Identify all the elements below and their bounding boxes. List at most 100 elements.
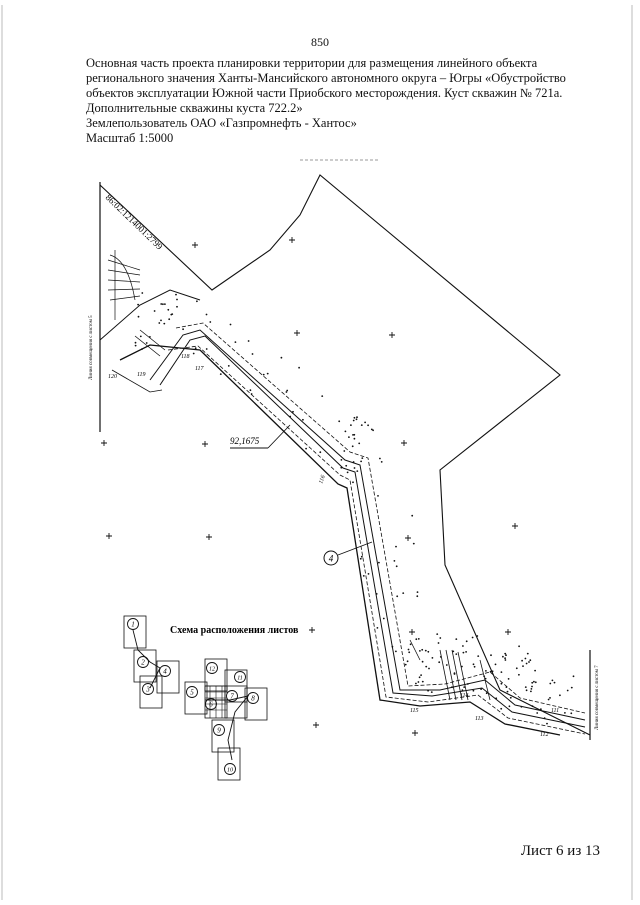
sheet-label-9: 9 xyxy=(217,727,221,735)
stipple-dot xyxy=(431,657,434,659)
stipple-dot xyxy=(340,459,343,461)
stipple-dot xyxy=(551,679,554,682)
stipple-dot xyxy=(162,303,164,306)
crossing-hatch xyxy=(134,329,491,701)
stipple-dot xyxy=(500,671,503,673)
stipple-dot xyxy=(360,555,363,558)
stipple-dot xyxy=(427,689,429,692)
stipple-dot xyxy=(376,627,379,629)
point-111: 111 xyxy=(551,708,559,714)
document-header: Основная часть проекта планировки террит… xyxy=(86,56,566,146)
stipple-dot xyxy=(262,373,265,376)
stipple-dot xyxy=(367,424,369,427)
stipple-dot xyxy=(524,686,527,688)
stipple-dot xyxy=(359,557,362,560)
stipple-dot xyxy=(372,429,374,432)
stipple-dot xyxy=(305,447,307,450)
stipple-dot xyxy=(375,593,378,595)
stipple-dot xyxy=(352,434,354,436)
stipple-dot xyxy=(461,665,463,668)
stipple-dot xyxy=(266,372,269,375)
corridor xyxy=(111,322,586,736)
stipple-dot xyxy=(344,430,347,433)
stipple-dot xyxy=(570,686,573,689)
stipple-dot xyxy=(536,712,539,714)
stipple-dot xyxy=(360,424,363,426)
stipple-dot xyxy=(352,481,354,484)
stipple-dot xyxy=(525,662,528,665)
stipple-dot xyxy=(391,645,394,648)
stipple-dot xyxy=(465,640,468,643)
stipple-dot xyxy=(350,424,352,426)
stipple-dot xyxy=(219,373,222,375)
stipple-dot xyxy=(251,353,254,355)
stipple-dot xyxy=(163,322,166,325)
stipple-dot xyxy=(416,595,419,598)
stipple-dot xyxy=(502,655,504,658)
stipple-dot xyxy=(420,674,422,676)
stipple-dot xyxy=(292,410,294,413)
point-112: 112 xyxy=(540,732,549,738)
stipple-dot xyxy=(566,689,569,692)
stipple-dot xyxy=(485,670,487,672)
stipple-dot xyxy=(160,319,162,322)
stipple-dot xyxy=(472,663,475,666)
stipple-dot xyxy=(461,689,464,692)
stipple-dot xyxy=(522,665,524,667)
stipple-dot xyxy=(338,420,341,423)
stipple-dot xyxy=(378,561,380,564)
stipple-dot xyxy=(402,592,405,594)
stipple-dot xyxy=(564,712,566,714)
stipple-dot xyxy=(134,341,137,344)
stipple-dot xyxy=(520,705,523,708)
stipple-dot xyxy=(531,681,534,684)
stipple-dot xyxy=(250,393,253,395)
stipple-dot xyxy=(508,705,511,708)
stipple-dot xyxy=(302,418,304,421)
stipple-dot xyxy=(466,683,469,685)
stipple-dot xyxy=(530,688,533,690)
sheet-label-1: 1 xyxy=(131,621,135,629)
stipple-dot xyxy=(418,676,421,679)
sheet-label-6: 6 xyxy=(209,701,213,709)
parcel-boundary xyxy=(99,174,591,736)
stipple-dot xyxy=(176,298,178,301)
stipple-dot xyxy=(419,650,421,652)
header-line-2: регионального значения Ханты-Мансийского… xyxy=(86,71,566,85)
parcel-boundary-lower xyxy=(99,289,201,341)
stipple-dot xyxy=(465,651,467,653)
sheet-label-2: 2 xyxy=(141,659,145,667)
stipple-dot xyxy=(141,292,144,294)
stipple-dot xyxy=(437,642,440,644)
land-user: Землепользователь ОАО «Газпромнефть - Ха… xyxy=(86,116,357,130)
sheet-label-11: 11 xyxy=(237,676,243,682)
stipple-dot xyxy=(353,416,356,419)
sheet-label-8: 8 xyxy=(251,695,255,703)
stipple-dot xyxy=(518,673,520,676)
stipple-dot xyxy=(377,495,379,497)
stipple-dot xyxy=(521,659,523,662)
stipple-dot xyxy=(509,696,512,699)
stipple-dot xyxy=(364,421,366,424)
stipple-dot xyxy=(518,645,520,648)
stipple xyxy=(134,292,575,725)
stipple-dot xyxy=(415,682,417,685)
stipple-dot xyxy=(526,652,529,655)
callout-4-label: 4 xyxy=(329,554,334,564)
stipple-dot xyxy=(525,689,528,692)
stipple-dot xyxy=(321,395,324,397)
stipple-dot xyxy=(451,686,453,689)
stipple-dot xyxy=(483,675,486,678)
stipple-dot xyxy=(249,389,252,392)
stipple-dot xyxy=(416,591,419,593)
stipple-dot xyxy=(205,313,208,316)
stipple-dot xyxy=(504,652,507,655)
stipple-dot xyxy=(524,657,527,660)
stipple-dot xyxy=(473,665,476,668)
stipple-dot xyxy=(415,638,418,641)
stipple-dot xyxy=(553,681,556,684)
point-119: 119 xyxy=(137,372,146,378)
stipple-dot xyxy=(358,442,361,445)
stipple-dot xyxy=(500,682,503,685)
